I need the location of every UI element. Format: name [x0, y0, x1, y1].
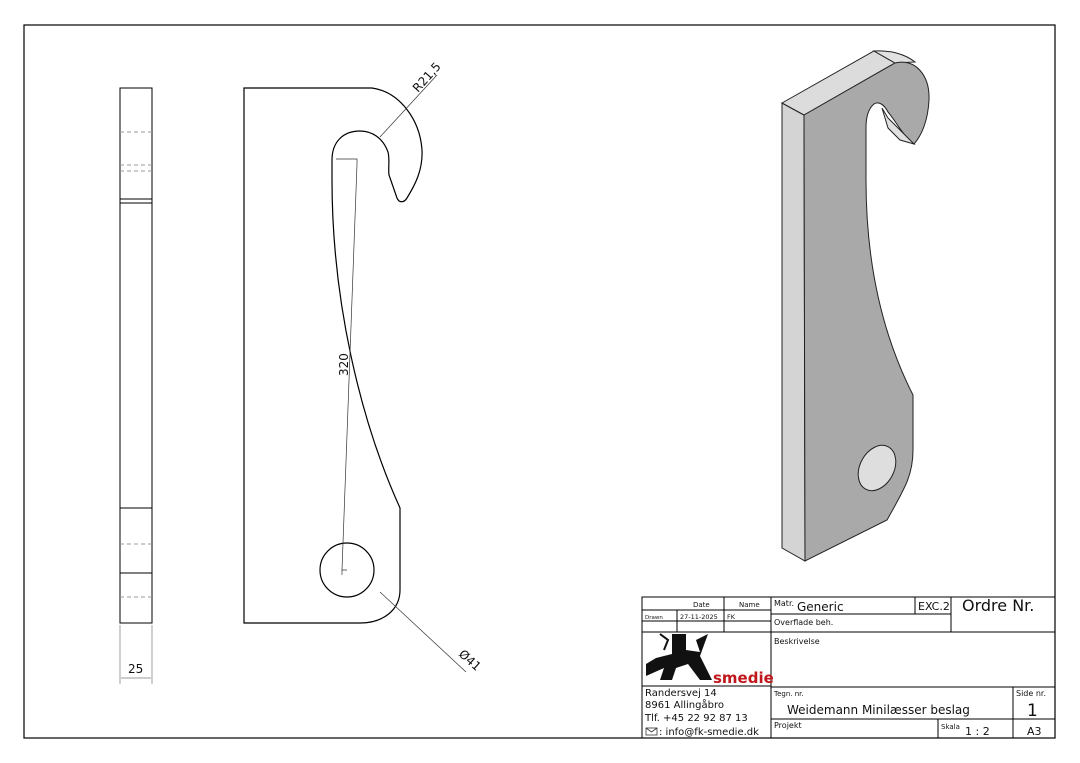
address-line1: Randersvej 14: [645, 688, 717, 699]
page-label: Side nr.: [1016, 689, 1046, 698]
length-dimension: 320: [337, 353, 351, 376]
scale-value: 1 : 2: [965, 725, 990, 738]
surface-label: Overflade beh.: [774, 618, 833, 627]
drawing-border: [23, 24, 1056, 739]
drawn-name: FK: [727, 613, 736, 621]
project-label: Projekt: [774, 721, 802, 730]
hole-diameter-dimension: Ø41: [456, 647, 484, 674]
drawn-label: Drawn: [645, 615, 663, 621]
address-line2: 8961 Allingåbro: [645, 698, 724, 711]
scale-label: Skala: [941, 723, 960, 731]
page-value: 1: [1027, 701, 1038, 721]
radius-dimension: R21,5: [410, 60, 444, 95]
mail-icon: [645, 727, 658, 736]
description-label: Beskrivelse: [774, 637, 820, 646]
order-label: Ordre Nr.: [962, 596, 1034, 615]
side-view: [119, 87, 153, 684]
front-view: [243, 87, 423, 624]
logo-text: smedie: [713, 669, 774, 687]
phone: Tlf. +45 22 92 87 13: [644, 713, 748, 724]
matr-code: EXC.2: [918, 600, 950, 613]
matr-label: Matr.: [774, 599, 794, 608]
isometric-view: [780, 50, 930, 562]
drawn-date: 27-11-2025: [680, 613, 718, 621]
name-header: Name: [739, 601, 760, 609]
matr-value: Generic: [797, 600, 844, 614]
company-logo: smedie: [646, 633, 774, 687]
date-header: Date: [693, 601, 710, 609]
drawing-title: Weidemann Minilæsser beslag: [787, 703, 970, 717]
drawing-no-label: Tegn. nr.: [773, 690, 804, 698]
front-dimensions: [336, 74, 467, 673]
paper-size: A3: [1027, 725, 1042, 738]
email[interactable]: : info@fk-smedie.dk: [659, 727, 759, 738]
side-thickness-dimension: 25: [128, 662, 143, 676]
title-block-grid: [641, 596, 1056, 739]
